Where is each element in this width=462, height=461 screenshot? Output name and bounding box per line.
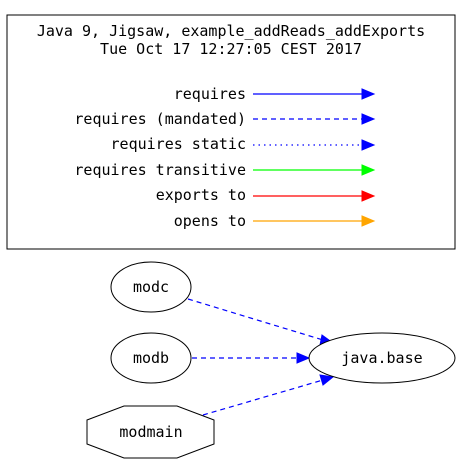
legend-arrowhead <box>361 88 376 100</box>
legend-label: exports to <box>156 186 246 204</box>
node-java-base[interactable]: java.base <box>308 332 456 384</box>
edge-arrowhead <box>319 374 335 386</box>
legend-arrowhead <box>361 215 376 227</box>
legend-arrowhead <box>361 190 376 202</box>
node-modb[interactable]: modb <box>110 332 192 384</box>
node-label: modc <box>133 278 169 296</box>
legend-label: requires transitive <box>74 161 246 179</box>
node-modc[interactable]: modc <box>110 261 192 313</box>
edge-modc-java-base <box>187 298 335 346</box>
edge-modmain-java-base <box>202 374 335 416</box>
edge-modb-java-base <box>192 352 311 364</box>
legend-title: Java 9, Jigsaw, example_addReads_addExpo… <box>37 22 425 40</box>
legend-entry-requires-transitive: requires transitive <box>74 161 376 179</box>
node-shape <box>308 332 456 384</box>
node-label: modb <box>133 349 169 367</box>
legend-box <box>6 14 456 250</box>
edge-arrowhead <box>296 352 311 364</box>
node-label: java.base <box>341 349 422 367</box>
legend-label: opens to <box>174 212 246 230</box>
nodes: modc modb modmain java.base <box>86 261 456 459</box>
legend-entry-requires-static: requires static <box>111 135 376 153</box>
legend-timestamp: Tue Oct 17 12:27:05 CEST 2017 <box>100 40 362 58</box>
edge-line <box>187 298 324 341</box>
node-shape <box>86 405 215 459</box>
legend-label: requires <box>174 85 246 103</box>
legend-label: requires (mandated) <box>74 110 246 128</box>
legend-arrowhead <box>361 113 376 125</box>
legend-entry-opens-to: opens to <box>174 212 376 230</box>
edge-line <box>202 379 324 416</box>
node-shape <box>110 261 192 313</box>
node-modmain[interactable]: modmain <box>86 405 215 459</box>
legend-arrowhead <box>361 164 376 176</box>
node-shape <box>110 332 192 384</box>
legend-entry-exports-to: exports to <box>156 186 376 204</box>
legend-arrowhead <box>361 139 376 151</box>
legend-label: requires static <box>111 135 246 153</box>
legend-entry-requires: requires <box>174 85 376 103</box>
node-label: modmain <box>119 423 182 441</box>
legend: Java 9, Jigsaw, example_addReads_addExpo… <box>6 14 456 250</box>
legend-entry-requires-mandated: requires (mandated) <box>74 110 376 128</box>
